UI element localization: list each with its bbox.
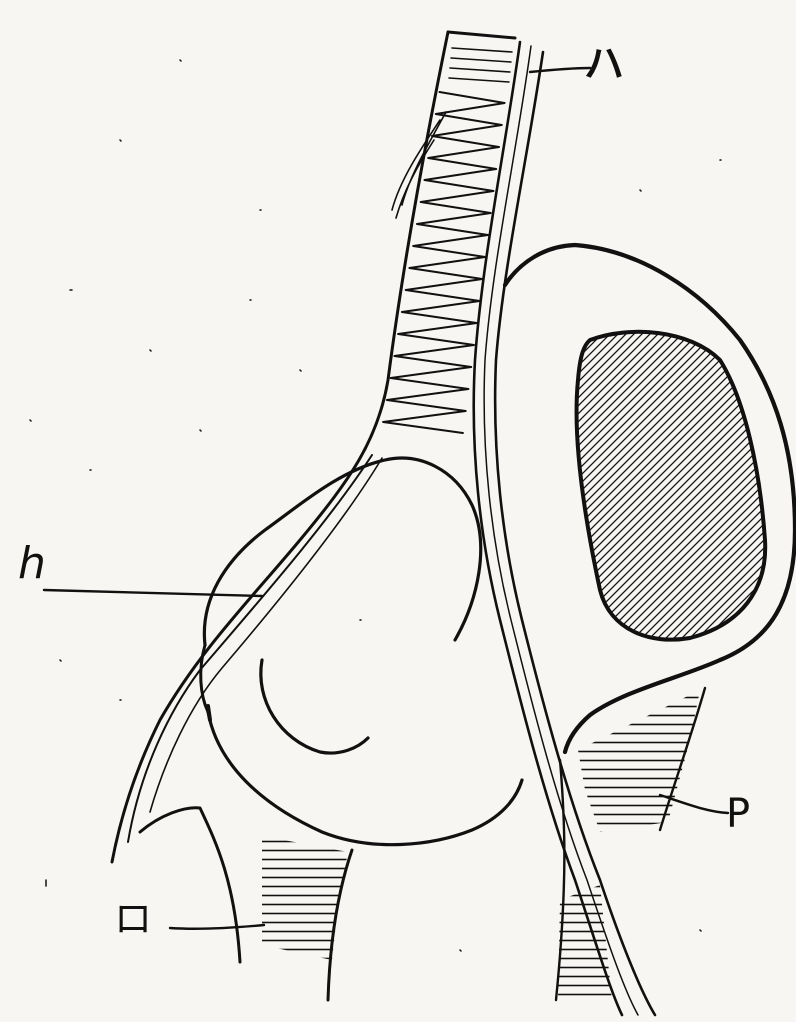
leader-top-right xyxy=(530,68,590,72)
label-left: h xyxy=(18,542,46,586)
lower-left-hatch xyxy=(262,836,348,960)
band-top-cap xyxy=(448,32,515,38)
lower-body-curve xyxy=(208,712,522,845)
bulb-inner-curve xyxy=(261,660,368,753)
band-top-hatching xyxy=(449,48,512,82)
label-bottom-left: ロ xyxy=(114,900,152,938)
leader-left xyxy=(44,590,262,596)
inner-hatched-blob xyxy=(577,332,766,640)
band-left-edge xyxy=(112,32,448,862)
fibre-lines xyxy=(392,112,446,218)
label-top-right: ハ xyxy=(584,44,624,84)
bottom-hatch xyxy=(558,885,612,1000)
leader-bottom-left xyxy=(170,925,264,929)
band-inner-line-2 xyxy=(150,458,382,812)
lower-left-bone xyxy=(140,808,240,962)
label-right: P xyxy=(726,794,750,834)
small-tick xyxy=(208,706,210,720)
